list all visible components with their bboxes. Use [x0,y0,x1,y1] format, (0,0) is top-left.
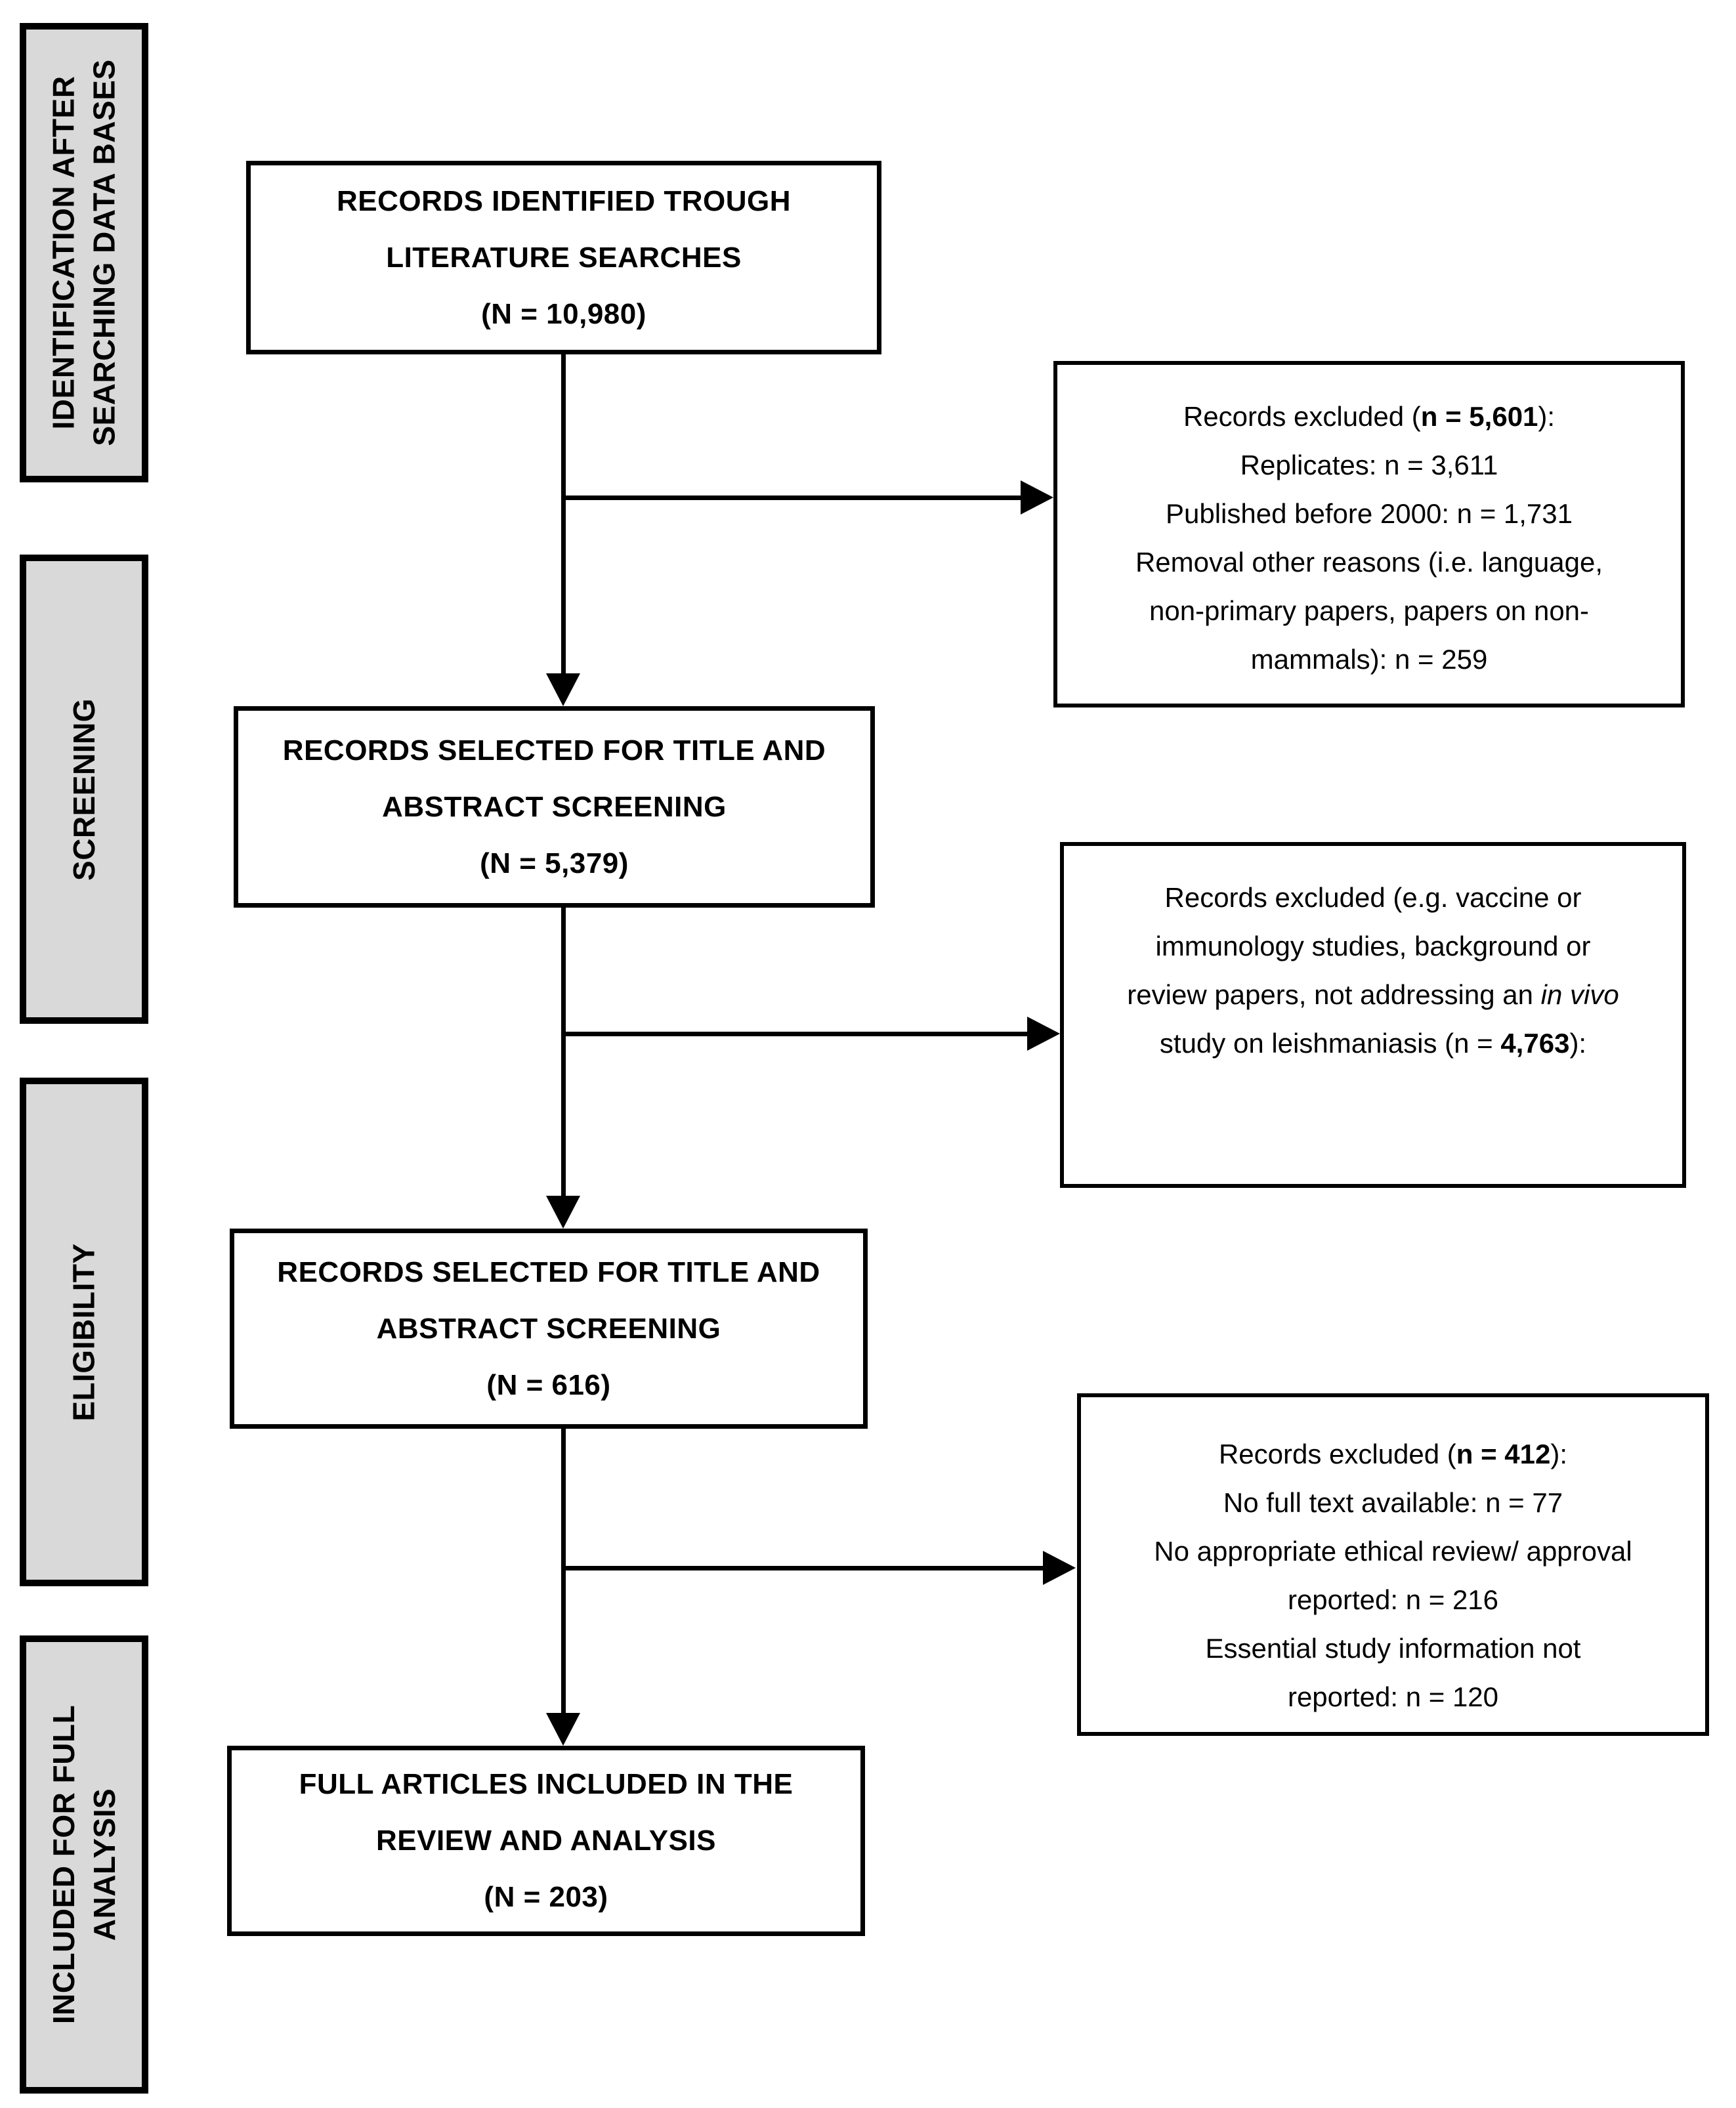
exclusion-line: non-primary papers, papers on non- [1057,587,1681,635]
arrowhead-down-1 [546,673,580,706]
exclusion-line: No full text available: n = 77 [1081,1479,1705,1527]
exclusion-text-bold: n = 5,601 [1420,401,1538,432]
flow-box-line: LITERATURE SEARCHES [386,241,742,274]
connector-branch-3 [563,1566,1046,1570]
flow-box-count: (N = 616) [486,1368,611,1401]
flow-box-line: RECORDS SELECTED FOR TITLE AND [277,1255,820,1288]
exclusion-text: ): [1538,401,1556,432]
stage-box-included: INCLUDED FOR FULL ANALYSIS [20,1635,148,2094]
exclusion-text: immunology studies, background or [1155,931,1591,961]
arrowhead-down-2 [546,1196,580,1229]
exclusion-text: Records excluded ( [1183,401,1421,432]
flow-box-line: ABSTRACT SCREENING [382,790,727,823]
flow-box-line: FULL ARTICLES INCLUDED IN THE [299,1768,794,1800]
connector-vertical-1 [561,354,566,675]
arrowhead-right-1 [1021,480,1053,515]
exclusion-box-2: Records excluded (e.g. vaccine or immuno… [1060,842,1686,1188]
stage-label-line: ANALYSIS [87,1788,121,1941]
exclusion-line: Removal other reasons (i.e. language, [1057,538,1681,587]
exclusion-text: Published before 2000: n = 1,731 [1166,498,1573,529]
flow-box-line: ABSTRACT SCREENING [376,1312,721,1345]
exclusion-text: reported: n = 120 [1287,1681,1499,1712]
exclusion-text: ): [1550,1439,1568,1469]
flow-box-line: REVIEW AND ANALYSIS [375,1824,716,1857]
exclusion-box-3: Records excluded (n = 412): No full text… [1077,1393,1709,1736]
exclusion-line: Records excluded (n = 5,601): [1057,392,1681,441]
exclusion-text: Replicates: n = 3,611 [1240,450,1498,480]
exclusion-box-1: Records excluded (n = 5,601): Replicates… [1053,361,1685,707]
exclusion-text: non-primary papers, papers on non- [1149,595,1590,626]
exclusion-text: Essential study information not [1205,1633,1581,1664]
arrowhead-right-3 [1043,1551,1076,1585]
exclusion-text: Records excluded (e.g. vaccine or [1164,882,1582,913]
exclusion-text: mammals): n = 259 [1250,644,1488,675]
exclusion-text: reported: n = 216 [1287,1584,1499,1615]
stage-label-line: SEARCHING DATA BASES [87,59,122,446]
stage-label-line: INCLUDED FOR FULL [47,1704,81,2025]
flow-box-count: (N = 5,379) [480,847,629,879]
stage-box-identification: IDENTIFICATION AFTER SEARCHING DATA BASE… [20,23,148,482]
exclusion-line: reported: n = 216 [1081,1576,1705,1624]
stage-box-eligibility: ELIGIBILITY [20,1078,148,1586]
flow-box-line: RECORDS IDENTIFIED TROUGH [336,184,792,217]
exclusion-text-italic: in vivo [1540,979,1619,1010]
exclusion-text: No full text available: n = 77 [1223,1487,1563,1518]
exclusion-line: immunology studies, background or [1064,922,1682,971]
connector-branch-2 [563,1032,1029,1036]
stage-label-line: IDENTIFICATION AFTER [47,75,81,430]
flow-box-count: (N = 10,980) [481,297,646,330]
exclusion-line: No appropriate ethical review/ approval [1081,1527,1705,1576]
exclusion-line: review papers, not addressing an in vivo [1064,971,1682,1019]
connector-vertical-3 [561,1429,566,1714]
exclusion-text-bold: 4,763 [1500,1028,1570,1059]
connector-branch-1 [563,495,1023,500]
exclusion-text-bold: n = 412 [1456,1439,1551,1469]
exclusion-line: Replicates: n = 3,611 [1057,441,1681,490]
exclusion-line: Records excluded (n = 412): [1081,1430,1705,1479]
exclusion-line: study on leishmaniasis (n = 4,763): [1064,1019,1682,1068]
flow-box-records-identified: RECORDS IDENTIFIED TROUGH LITERATURE SEA… [246,161,881,354]
stage-label-identification: IDENTIFICATION AFTER SEARCHING DATA BASE… [43,59,125,446]
exclusion-text: No appropriate ethical review/ approval [1154,1536,1632,1567]
exclusion-line: Essential study information not [1081,1624,1705,1673]
arrowhead-right-2 [1027,1017,1060,1051]
stage-label-screening: SCREENING [64,698,104,881]
flow-box-line: RECORDS SELECTED FOR TITLE AND [282,734,826,767]
connector-vertical-2 [561,908,566,1197]
exclusion-line: reported: n = 120 [1081,1673,1705,1721]
exclusion-text: Removal other reasons (i.e. language, [1135,547,1603,578]
flow-box-title-abstract-screening-1: RECORDS SELECTED FOR TITLE AND ABSTRACT … [234,706,875,908]
flow-box-full-articles-included: FULL ARTICLES INCLUDED IN THE REVIEW AND… [227,1746,865,1936]
stage-box-screening: SCREENING [20,555,148,1024]
exclusion-line: Published before 2000: n = 1,731 [1057,490,1681,538]
flow-box-count: (N = 203) [484,1881,608,1913]
exclusion-line: mammals): n = 259 [1057,635,1681,684]
exclusion-line: Records excluded (e.g. vaccine or [1064,874,1682,922]
stage-label-included: INCLUDED FOR FULL ANALYSIS [43,1705,125,2024]
stage-label-line: SCREENING [67,698,102,881]
flow-box-title-abstract-screening-2: RECORDS SELECTED FOR TITLE AND ABSTRACT … [230,1229,868,1429]
stage-label-eligibility: ELIGIBILITY [64,1243,104,1421]
stage-label-line: ELIGIBILITY [67,1242,101,1422]
exclusion-text: study on leishmaniasis (n = [1159,1028,1501,1059]
arrowhead-down-3 [546,1713,580,1746]
exclusion-text: ): [1569,1028,1587,1059]
exclusion-text: Records excluded ( [1218,1439,1456,1469]
exclusion-text: review papers, not addressing an [1127,979,1541,1010]
